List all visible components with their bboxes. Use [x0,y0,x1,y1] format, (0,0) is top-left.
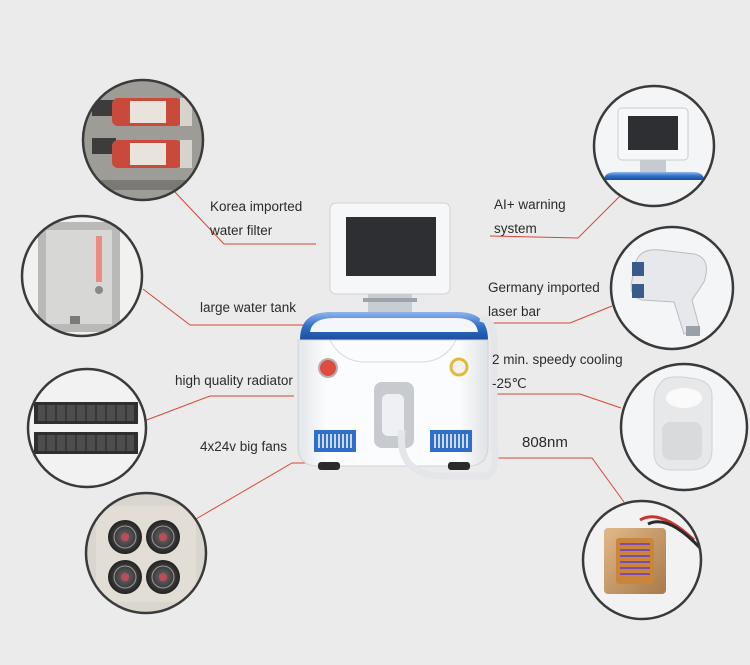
laser-machine [297,202,499,480]
cooling-photo [619,362,749,492]
monitor-stand [368,294,412,314]
water-tank-photo [20,214,144,338]
radiator-photo [26,367,148,489]
water-filter-photo [81,78,205,202]
label-water-filter-line1: Korea imported [210,199,303,214]
leader-line-water-filter [172,189,316,245]
ai-warning-photo [592,84,716,208]
label-cooling-line2: -25℃ [492,376,527,391]
machine-foot [318,462,340,470]
leader-line-808nm [495,457,625,503]
leader-line-fans [195,462,316,520]
handpiece-cable [397,314,499,480]
label-808nm: 808nm [522,434,568,451]
emergency-stop-button [318,358,338,378]
leader-line-laser-bar [480,305,613,324]
label-laser-bar-line2: laser bar [488,304,541,319]
label-ai-warning-line2: system [494,221,537,236]
monitor-screen [346,217,436,276]
left-vent [314,430,356,452]
key-switch [449,357,469,377]
fans-photo [84,491,208,615]
label-fans: 4x24v big fans [200,439,288,454]
leader-line-radiator [143,395,294,422]
label-cooling-line1: 2 min. speedy cooling [492,352,623,367]
label-water-filter-line2: water filter [210,223,273,238]
laser-bar-photo [609,225,735,351]
right-vent [430,430,472,452]
leader-lines [142,189,625,520]
machine-foot [448,462,470,470]
leader-line-water-tank [142,288,316,326]
label-laser-bar-line1: Germany imported [488,280,600,295]
label-ai-warning-line1: AI+ warning [494,197,566,212]
label-water-tank: large water tank [200,300,297,315]
leader-line-cooling [497,393,622,409]
leader-line-ai-warning [489,195,621,239]
808nm-laser-photo [581,499,703,621]
label-radiator: high quality radiator [175,373,293,388]
